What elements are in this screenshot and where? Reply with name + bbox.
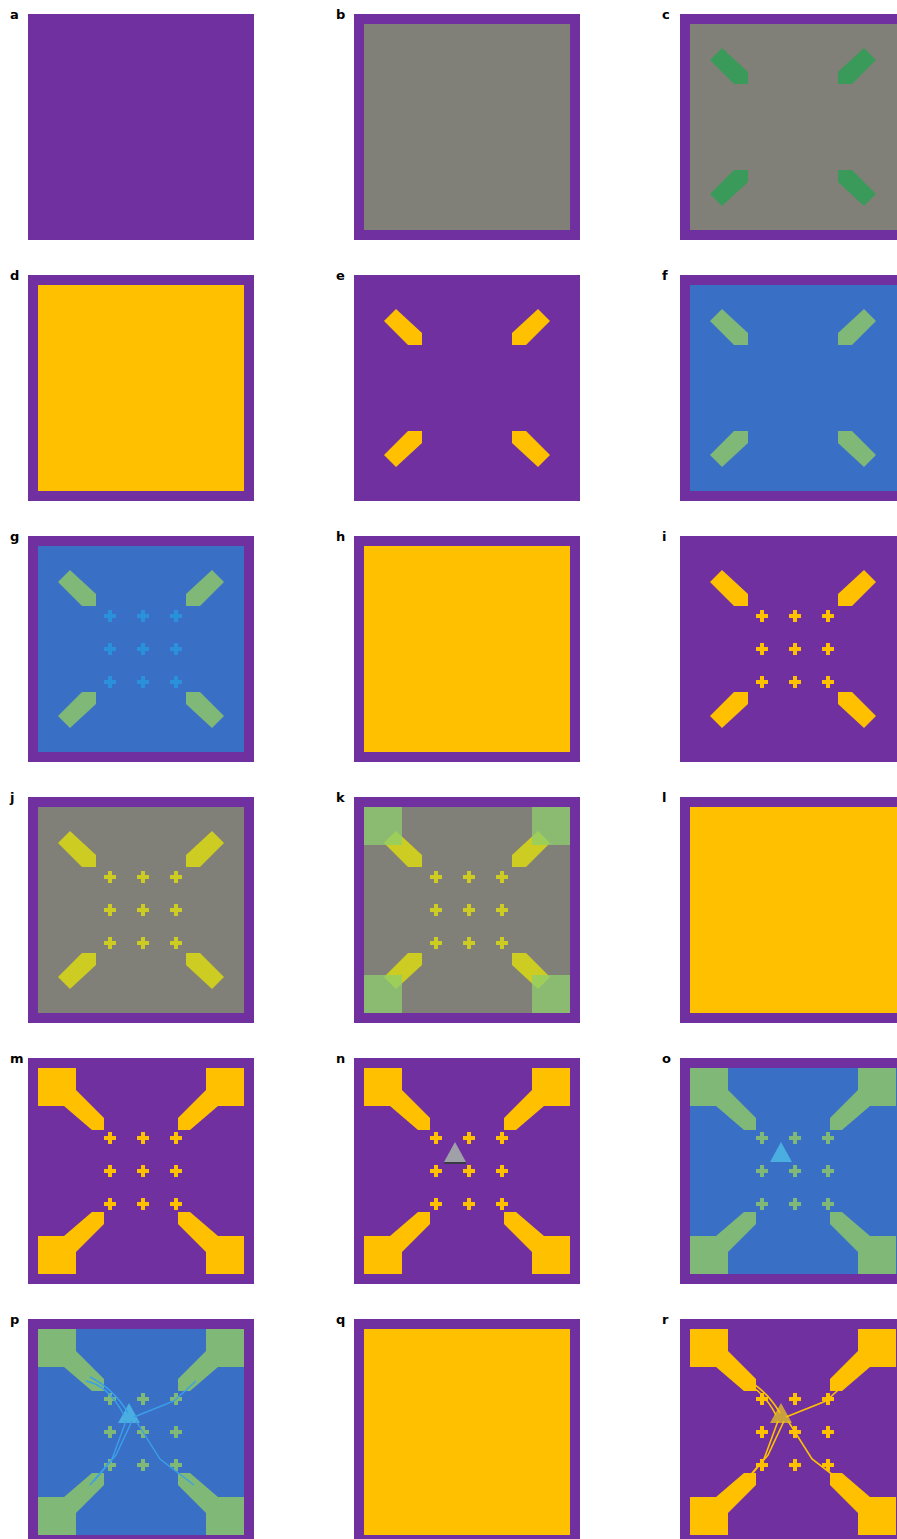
panel-letter: a (10, 8, 19, 21)
panel-m (28, 1058, 254, 1284)
panel-letter: h (336, 530, 345, 543)
panel-j (28, 797, 254, 1023)
panel-letter: p (10, 1313, 19, 1326)
panel-letter: i (662, 530, 666, 543)
panel-n (354, 1058, 580, 1284)
panel-letter: c (662, 8, 670, 21)
panel-c (680, 14, 897, 240)
panel-letter: q (336, 1313, 345, 1326)
panel-letter: d (10, 269, 19, 282)
panel-letter: e (336, 269, 345, 282)
panel-letter: n (336, 1052, 345, 1065)
panel-b (354, 14, 580, 240)
panel-letter: l (662, 791, 666, 804)
panel-d (28, 275, 254, 501)
panel-o (680, 1058, 897, 1284)
panel-letter: k (336, 791, 345, 804)
panel-letter: m (10, 1052, 24, 1065)
panel-letter: o (662, 1052, 671, 1065)
panel-h (354, 536, 580, 762)
panel-e (354, 275, 580, 501)
panel-r (680, 1319, 897, 1539)
panel-letter: b (336, 8, 345, 21)
panel-letter: g (10, 530, 19, 543)
panel-letter: r (662, 1313, 668, 1326)
panel-f (680, 275, 897, 501)
panel-letter: j (10, 791, 14, 804)
panel-g (28, 536, 254, 762)
panel-i (680, 536, 897, 762)
panel-q (354, 1319, 580, 1539)
panel-p (28, 1319, 254, 1539)
panel-k (354, 797, 580, 1023)
panel-letter: f (662, 269, 668, 282)
panel-a (28, 14, 254, 240)
panel-l (680, 797, 897, 1023)
